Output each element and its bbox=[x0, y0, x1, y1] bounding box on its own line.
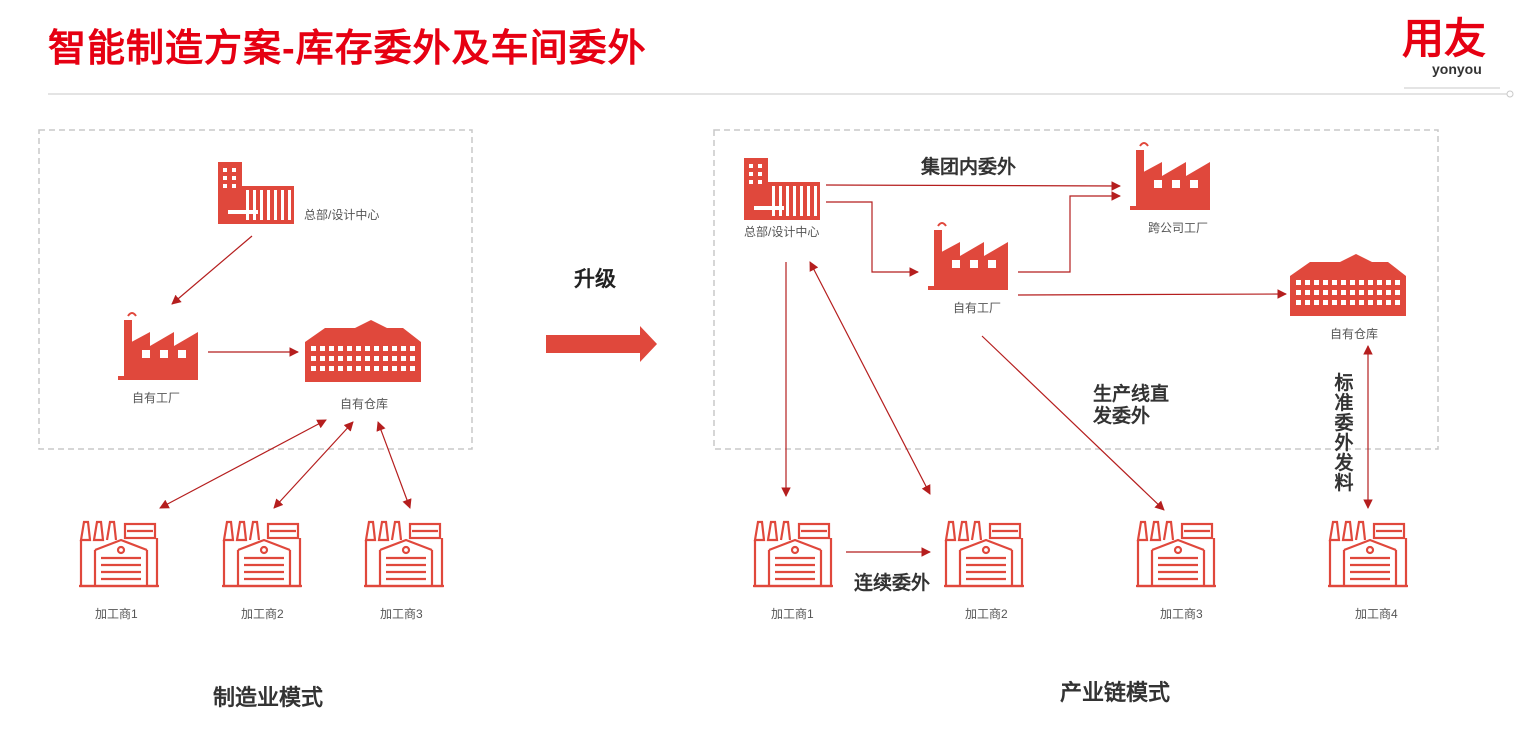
header-divider-dot bbox=[1506, 90, 1514, 98]
continuous-outsource-label: 连续委外 bbox=[854, 573, 931, 594]
group-outsource-label: 集团内委外 bbox=[921, 157, 1017, 178]
left-processor-2-label: 加工商2 bbox=[241, 607, 284, 621]
left-group-box bbox=[38, 129, 473, 450]
line-direct-label-1: 生产线直 bbox=[1093, 384, 1170, 405]
processor-plant-icon bbox=[1134, 520, 1218, 588]
right-processor-3-label: 加工商3 bbox=[1160, 607, 1203, 621]
right-arrow-icon bbox=[546, 326, 657, 362]
processor-plant-icon bbox=[220, 520, 304, 588]
yonyou-logo-en: yonyou bbox=[1432, 61, 1482, 77]
upgrade-label: 升级 bbox=[574, 268, 616, 291]
factory-icon bbox=[927, 222, 1009, 291]
arrow-hq-to-factory bbox=[171, 235, 253, 305]
right-model-caption: 产业链模式 bbox=[1060, 680, 1171, 705]
left-hq-label: 总部/设计中心 bbox=[304, 208, 380, 222]
cross-factory-label: 跨公司工厂 bbox=[1148, 221, 1209, 235]
right-processor-2-label: 加工商2 bbox=[965, 607, 1008, 621]
processor-plant-icon bbox=[362, 520, 446, 588]
processor-plant-icon bbox=[942, 520, 1026, 588]
arrow-hq-processor2 bbox=[809, 261, 931, 495]
arrow-hq-to-factory bbox=[826, 201, 919, 277]
warehouse-icon bbox=[1290, 254, 1406, 316]
right-processor-1-label: 加工商1 bbox=[771, 607, 814, 621]
warehouse-icon bbox=[305, 320, 421, 382]
left-factory-label: 自有工厂 bbox=[132, 391, 181, 405]
hq-building-icon bbox=[218, 162, 294, 224]
arrow-factory-to-cross-factory bbox=[1018, 191, 1121, 273]
factory-icon bbox=[1129, 142, 1211, 211]
left-processor-3-label: 加工商3 bbox=[380, 607, 423, 621]
arrow-warehouse-processor3 bbox=[376, 421, 412, 509]
arrow-hq-to-cross-factory bbox=[825, 181, 1121, 191]
left-model-caption: 制造业模式 bbox=[213, 685, 324, 710]
right-hq-label: 总部/设计中心 bbox=[744, 225, 820, 239]
processor-plant-icon bbox=[77, 520, 161, 588]
right-processor-4-label: 加工商4 bbox=[1355, 607, 1398, 621]
arrow-warehouse-processor1 bbox=[159, 419, 327, 509]
left-processor-1-label: 加工商1 bbox=[95, 607, 138, 621]
processor-plant-icon bbox=[751, 520, 835, 588]
standard-issue-label: 标准委外发料 bbox=[1334, 373, 1354, 494]
yonyou-logo-cn: 用友 bbox=[1402, 15, 1487, 62]
arrow-factory-to-warehouse bbox=[1017, 289, 1287, 299]
line-direct-label-2: 发委外 bbox=[1093, 406, 1151, 427]
page-title: 智能制造方案-库存委外及车间委外 bbox=[48, 28, 647, 70]
right-warehouse-label: 自有仓库 bbox=[1330, 327, 1379, 341]
left-warehouse-label: 自有仓库 bbox=[340, 397, 389, 411]
hq-building-icon bbox=[744, 158, 820, 220]
processor-plant-icon bbox=[1326, 520, 1410, 588]
arrow-warehouse-processor2 bbox=[273, 421, 354, 509]
right-group-box bbox=[713, 129, 1439, 450]
right-factory-label: 自有工厂 bbox=[953, 301, 1002, 315]
factory-icon bbox=[117, 312, 199, 381]
arrow-factory-to-processor3 bbox=[981, 335, 1165, 511]
